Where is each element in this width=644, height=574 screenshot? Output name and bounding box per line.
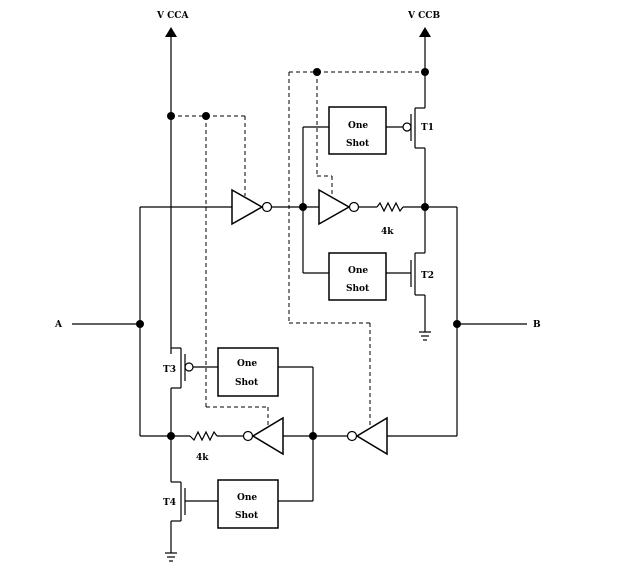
one-shot-b-bottom-line2: Shot <box>346 284 370 294</box>
transistor-t2: T2 <box>386 207 434 332</box>
buffer-a-driver <box>217 416 284 456</box>
ground-a <box>165 552 177 562</box>
resistor-b: 4k <box>376 201 429 237</box>
t1-label: T1 <box>421 123 434 133</box>
one-shot-b-input-wires <box>302 126 329 274</box>
resistor-b-label: 4k <box>381 227 394 237</box>
one-shot-b-top-line1: One <box>348 121 368 131</box>
one-shot-b-bottom: One Shot <box>328 252 387 301</box>
port-a: A <box>54 320 144 330</box>
vcca-supply: V CCA <box>156 11 189 354</box>
t4-label: T4 <box>163 498 176 508</box>
port-b-label: B <box>533 320 541 330</box>
resistor-a: 4k <box>171 430 218 463</box>
resistor-a-label: 4k <box>196 453 209 463</box>
vccb-label: V CCB <box>407 11 440 21</box>
port-a-label: A <box>54 320 63 330</box>
vcca-dashed-enables <box>167 112 269 426</box>
one-shot-a-bottom-line2: Shot <box>235 511 259 521</box>
b-side-wires <box>387 206 458 437</box>
t2-label: T2 <box>421 271 434 281</box>
one-shot-b-top-line2: Shot <box>346 139 370 149</box>
a-side-wires <box>139 206 232 440</box>
one-shot-a-top-line1: One <box>237 359 257 369</box>
vccb-dashed-enables <box>288 68 429 425</box>
transistor-t4: T4 <box>163 436 218 553</box>
one-shot-a-bottom: One Shot <box>217 479 279 529</box>
one-shot-b-top: One Shot <box>328 106 387 155</box>
one-shot-b-bottom-line1: One <box>348 266 368 276</box>
transistor-t3: T3 <box>163 347 218 436</box>
one-shot-a-top-line2: Shot <box>235 378 259 388</box>
one-shot-a-input-wires <box>278 366 314 502</box>
buffer-a-to-b <box>231 188 319 226</box>
buffer-b-to-a <box>283 416 388 456</box>
buffer-b-driver <box>318 188 377 226</box>
vccb-supply: V CCB <box>407 11 440 108</box>
ground-b <box>419 331 431 341</box>
vcca-label: V CCA <box>156 11 189 21</box>
one-shot-a-bottom-line1: One <box>237 493 257 503</box>
t3-label: T3 <box>163 365 176 375</box>
transistor-t1: T1 <box>386 107 434 207</box>
one-shot-a-top: One Shot <box>217 347 279 397</box>
port-b: B <box>453 320 541 330</box>
